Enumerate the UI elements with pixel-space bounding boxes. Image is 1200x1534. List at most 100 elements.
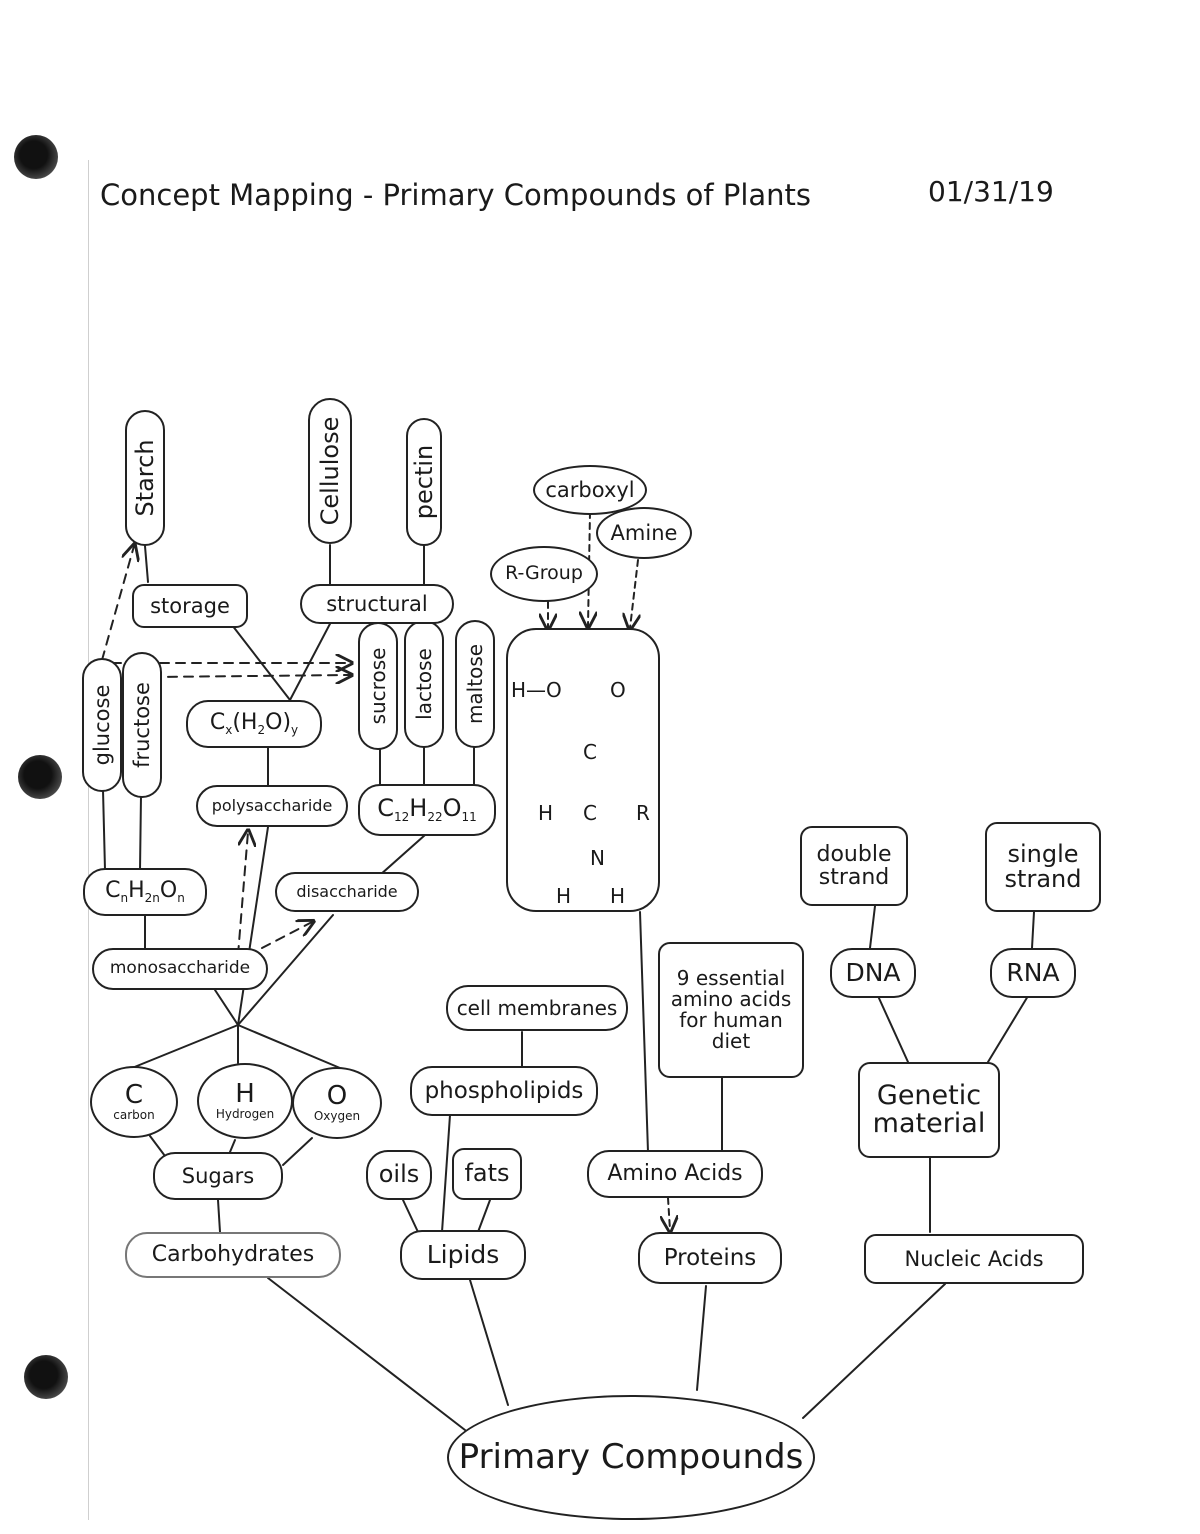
arrow-glucose-starch bbox=[101, 546, 134, 661]
structural-label: structural bbox=[326, 591, 428, 616]
node-fats: fats bbox=[452, 1148, 522, 1200]
atom-o: O bbox=[610, 678, 626, 702]
edge-formula-structural bbox=[289, 619, 333, 701]
nucleic-acids-label: Nucleic Acids bbox=[904, 1246, 1044, 1271]
edge-dna-double bbox=[869, 905, 876, 949]
node-rna: RNA bbox=[990, 948, 1076, 998]
carbohydrates-label: Carbohydrates bbox=[151, 1242, 315, 1268]
node-dna: DNA bbox=[830, 948, 916, 998]
node-amine: Amine bbox=[596, 507, 692, 559]
node-amino-acid-structure: H—O O C H C R N H H bbox=[506, 628, 660, 912]
carboxyl-label: carboxyl bbox=[545, 477, 635, 502]
node-storage: storage bbox=[132, 584, 248, 628]
edge-genetic-dna bbox=[877, 995, 909, 1063]
lipids-label: Lipids bbox=[426, 1239, 500, 1269]
node-lactose: lactose bbox=[404, 620, 444, 748]
edge-hub-mono bbox=[214, 989, 239, 1026]
cell-membranes-label: cell membranes bbox=[456, 995, 618, 1020]
starch-label: Starch bbox=[131, 439, 159, 517]
amine-label: Amine bbox=[610, 520, 678, 545]
node-genetic-material: Genetic material bbox=[858, 1062, 1000, 1158]
proteins-label: Proteins bbox=[663, 1244, 757, 1271]
node-carbon: C carbon bbox=[90, 1066, 178, 1138]
node-cell-membranes: cell membranes bbox=[446, 985, 628, 1031]
node-cellulose: Cellulose bbox=[308, 398, 352, 544]
oxygen-symbol: O bbox=[326, 1081, 348, 1112]
node-phospholipids: phospholipids bbox=[410, 1066, 598, 1116]
edge-sugars-o bbox=[282, 1137, 313, 1166]
node-oxygen: O Oxygen bbox=[292, 1067, 382, 1139]
rna-label: RNA bbox=[1006, 957, 1060, 987]
node-r-group: R-Group bbox=[490, 546, 598, 602]
cellulose-label: Cellulose bbox=[316, 416, 344, 526]
node-structural: structural bbox=[300, 584, 454, 624]
edge-root-nucleic bbox=[802, 1283, 946, 1419]
mono-formula-text: CnH2nOn bbox=[105, 878, 185, 906]
node-fructose: fructose bbox=[122, 652, 162, 798]
edge-storage-starch bbox=[144, 545, 149, 583]
binder-hole-top bbox=[14, 135, 58, 179]
edge-genetic-rna bbox=[987, 995, 1029, 1063]
node-starch: Starch bbox=[125, 410, 165, 546]
lactose-label: lactose bbox=[412, 648, 436, 720]
edge-lipids-oils bbox=[402, 1199, 419, 1233]
r-group-label: R-Group bbox=[505, 562, 583, 585]
di-formula-text: C12H22O11 bbox=[377, 794, 477, 825]
node-glucose: glucose bbox=[82, 658, 122, 792]
node-hydrogen: H Hydrogen bbox=[197, 1063, 293, 1139]
carbon-name: carbon bbox=[113, 1108, 155, 1123]
page-title: Concept Mapping - Primary Compounds of P… bbox=[100, 178, 812, 212]
atom-h-amine-1: H bbox=[556, 884, 572, 908]
genetic-material-label: Genetic material bbox=[872, 1079, 986, 1139]
atom-h-amine-2: H bbox=[610, 884, 626, 908]
page-date: 01/31/19 bbox=[928, 175, 1054, 208]
node-carbohydrates: Carbohydrates bbox=[125, 1232, 341, 1278]
edge-carbs-sugars bbox=[217, 1199, 221, 1233]
binder-hole-middle bbox=[18, 755, 62, 799]
node-single-strand: single strand bbox=[985, 822, 1101, 912]
atom-n: N bbox=[590, 846, 605, 870]
node-double-strand: double strand bbox=[800, 826, 908, 906]
fats-label: fats bbox=[464, 1159, 510, 1188]
edge-formula-glucose bbox=[102, 789, 106, 871]
edge-root-lipids bbox=[469, 1279, 509, 1406]
node-sugars: Sugars bbox=[153, 1152, 283, 1200]
node-carboxyl: carboxyl bbox=[533, 465, 647, 515]
glucose-label: glucose bbox=[90, 684, 114, 766]
disaccharide-label: disaccharide bbox=[296, 881, 398, 901]
node-di-formula: C12H22O11 bbox=[358, 784, 496, 836]
hydrogen-symbol: H bbox=[235, 1079, 255, 1110]
node-disaccharide: disaccharide bbox=[275, 872, 419, 912]
node-monosaccharide: monosaccharide bbox=[92, 948, 268, 990]
oils-label: oils bbox=[378, 1160, 420, 1189]
edge-root-proteins bbox=[696, 1285, 707, 1391]
arrow-glucose-sucrose-2 bbox=[151, 675, 350, 677]
edge-c-hub bbox=[131, 1024, 239, 1069]
node-amino-acids: Amino Acids bbox=[587, 1150, 763, 1198]
maltose-label: maltose bbox=[463, 643, 487, 725]
atom-c-alpha: C bbox=[583, 801, 597, 825]
edge-root-carbohydrates bbox=[267, 1277, 466, 1431]
fructose-label: fructose bbox=[130, 682, 154, 768]
single-strand-label: single strand bbox=[1004, 839, 1082, 893]
edge-o-hub bbox=[237, 1024, 341, 1069]
double-strand-label: double strand bbox=[816, 841, 892, 890]
node-poly-formula: Cx(H2O)y bbox=[186, 700, 322, 748]
edge-hub-poly bbox=[237, 826, 269, 1026]
pectin-label: pectin bbox=[410, 444, 438, 520]
sucrose-label: sucrose bbox=[366, 647, 390, 725]
binder-hole-bottom bbox=[24, 1355, 68, 1399]
atom-h-o: H—O bbox=[511, 678, 562, 702]
atom-c-carboxyl: C bbox=[583, 740, 597, 764]
node-pectin: pectin bbox=[406, 418, 442, 546]
storage-label: storage bbox=[150, 593, 230, 618]
edge-amino-structure bbox=[639, 911, 649, 1153]
arrow-amino-proteins bbox=[668, 1197, 670, 1230]
arrow-mono-di bbox=[261, 922, 312, 949]
edge-lipids-fats bbox=[477, 1199, 491, 1233]
essential-amino-acids-label: 9 essential amino acids for human diet bbox=[670, 966, 792, 1053]
polysaccharide-label: polysaccharide bbox=[211, 795, 333, 815]
atom-r: R bbox=[636, 801, 650, 825]
page-margin-line bbox=[88, 160, 89, 1520]
arrow-mono-poly bbox=[237, 832, 248, 956]
